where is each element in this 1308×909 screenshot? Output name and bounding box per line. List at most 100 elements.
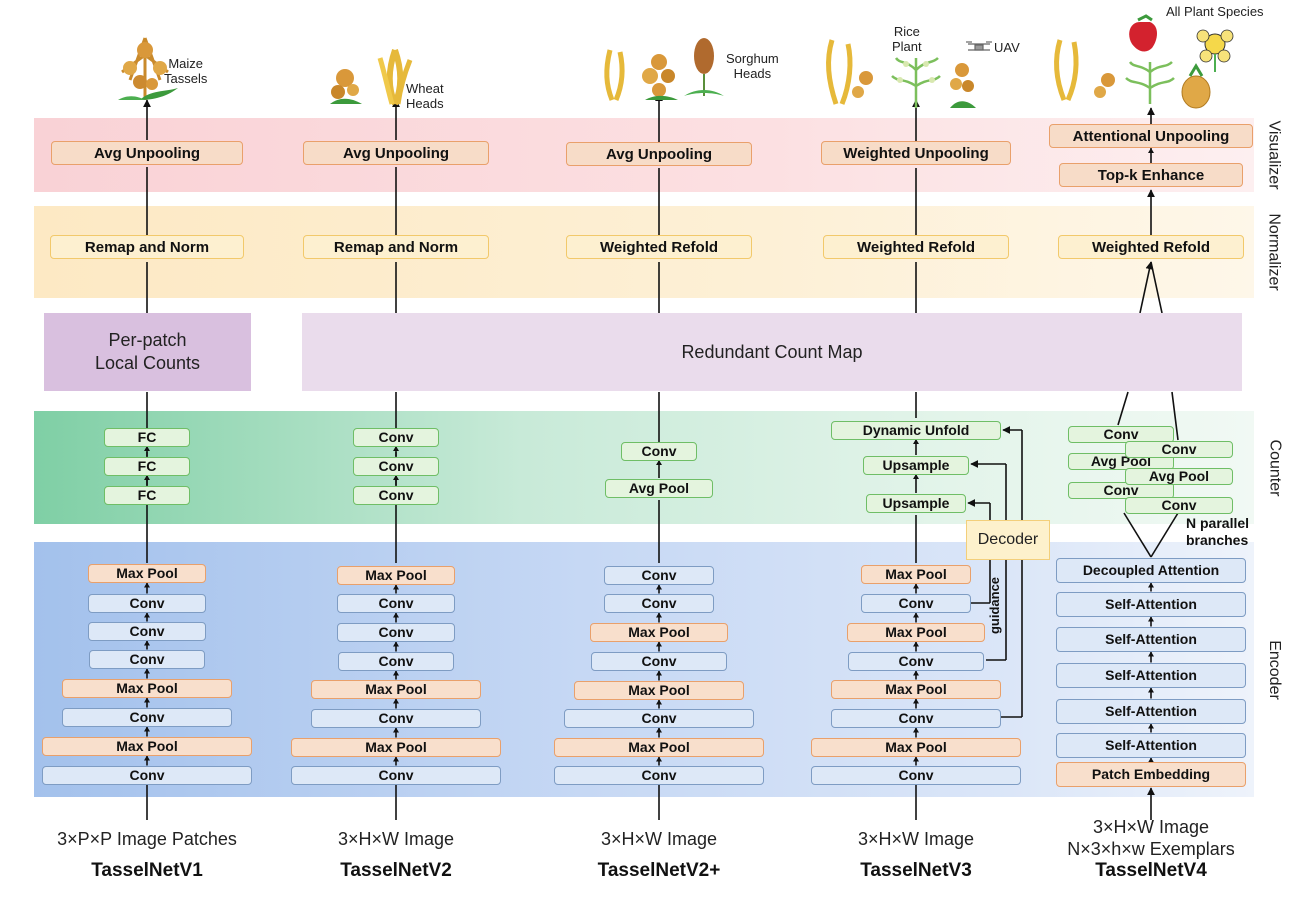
normalizer-block: Remap and Norm bbox=[303, 235, 489, 259]
encoder-block: Conv bbox=[604, 593, 714, 613]
encoder-block-label: Decoupled Attention bbox=[1082, 562, 1220, 578]
counter-block: Upsample bbox=[866, 493, 966, 513]
counter-block-label: Conv bbox=[641, 443, 677, 459]
normalizer-block-label: Weighted Refold bbox=[599, 238, 719, 256]
counter-block-label: Avg Pool bbox=[628, 480, 690, 496]
normalizer-block: Weighted Refold bbox=[823, 235, 1009, 259]
counter-branch-block-label: Conv bbox=[1103, 482, 1139, 498]
encoder-block-label: Conv bbox=[641, 767, 677, 783]
counter-block-label: Upsample bbox=[882, 495, 950, 511]
arrowhead bbox=[656, 641, 662, 647]
normalizer-block: Weighted Refold bbox=[566, 235, 752, 259]
all-species-icon bbox=[1054, 14, 1234, 109]
arrowhead bbox=[393, 584, 399, 590]
decoder-box: Decoder bbox=[966, 520, 1050, 560]
normalizer-block-label: Weighted Refold bbox=[1091, 238, 1211, 256]
arrowhead bbox=[1148, 687, 1154, 693]
arrowhead bbox=[393, 670, 399, 676]
visualizer-block: Attentional Unpooling bbox=[1049, 124, 1253, 148]
normalizer-block-label: Remap and Norm bbox=[84, 238, 210, 256]
arrowhead bbox=[144, 640, 150, 646]
encoder-block-label: Conv bbox=[129, 767, 165, 783]
encoder-block: Conv bbox=[88, 593, 206, 613]
model-input-label: 3×H×W Image bbox=[600, 829, 718, 849]
maize-label: Maize Tassels bbox=[164, 56, 208, 86]
encoder-block-label: Conv bbox=[378, 710, 414, 726]
encoder-block-label: Self-Attention bbox=[1105, 667, 1197, 683]
encoder-block: Conv bbox=[291, 765, 501, 785]
encoder-block: Decoupled Attention bbox=[1056, 557, 1246, 583]
encoder-block-label: Max Pool bbox=[885, 681, 947, 697]
encoder-block-label: Max Pool bbox=[365, 739, 427, 755]
model-name-label: TasselNetV2 bbox=[340, 860, 452, 881]
counter-branch-block-label: Conv bbox=[1161, 441, 1197, 457]
model-input-label: 3×P×P Image Patches bbox=[57, 829, 237, 849]
encoder-block: Max Pool bbox=[861, 564, 971, 584]
encoder-block-label: Self-Attention bbox=[1105, 596, 1197, 612]
model-name-label: TasselNetV3 bbox=[860, 860, 972, 881]
counter-branch-block-label: Conv bbox=[1103, 426, 1139, 442]
arrowhead bbox=[1148, 616, 1154, 622]
encoder-block-label: Conv bbox=[129, 651, 165, 667]
arrowhead bbox=[656, 584, 662, 590]
encoder-block-label: Self-Attention bbox=[1105, 631, 1197, 647]
counter-block: FC bbox=[104, 485, 190, 505]
encoder-block: Self-Attention bbox=[1056, 732, 1246, 758]
counter-block: Conv bbox=[353, 485, 439, 505]
encoder-block-label: Max Pool bbox=[885, 739, 947, 755]
arrowhead bbox=[913, 439, 919, 444]
encoder-block-label: Self-Attention bbox=[1105, 737, 1197, 753]
visualizer-block-label: Weighted Unpooling bbox=[843, 144, 989, 162]
arrowhead bbox=[144, 612, 150, 618]
encoder-block: Max Pool bbox=[337, 565, 455, 585]
normalizer-block-label: Weighted Refold bbox=[856, 238, 976, 256]
encoder-block: Max Pool bbox=[847, 622, 985, 642]
encoder-block-label: Conv bbox=[129, 595, 165, 611]
encoder-block: Conv bbox=[62, 707, 232, 727]
counter-block-label: Dynamic Unfold bbox=[862, 422, 970, 438]
counter-block-label: Conv bbox=[378, 487, 414, 503]
arrowhead bbox=[1148, 148, 1154, 153]
plant-illustrations bbox=[118, 14, 1234, 109]
encoder-block-label: Max Pool bbox=[365, 567, 427, 583]
local-counts-box: Per-patch Local Counts bbox=[44, 313, 251, 391]
encoder-block-label: Self-Attention bbox=[1105, 703, 1197, 719]
visualizer-block: Top-k Enhance bbox=[1059, 163, 1243, 187]
counter-block: Upsample bbox=[863, 455, 969, 475]
encoder-block-label: Max Pool bbox=[628, 624, 690, 640]
counter-block-label: Conv bbox=[378, 458, 414, 474]
encoder-block: Self-Attention bbox=[1056, 698, 1246, 724]
arrowhead bbox=[913, 583, 919, 589]
visualizer-block: Avg Unpooling bbox=[51, 141, 243, 165]
encoder-block: Conv bbox=[848, 651, 984, 671]
encoder-block: Self-Attention bbox=[1056, 626, 1246, 652]
counter-branch-block: Conv bbox=[1068, 481, 1174, 499]
wheat-label: Wheat Heads bbox=[406, 81, 444, 111]
arrowhead bbox=[393, 727, 399, 733]
arrowhead bbox=[144, 755, 150, 761]
counter-branch-block: Avg Pool bbox=[1125, 467, 1233, 485]
arrowhead bbox=[913, 756, 919, 762]
arrowhead bbox=[913, 612, 919, 618]
model-name-label: TasselNetV4 bbox=[1095, 860, 1207, 881]
arrowhead bbox=[144, 446, 150, 451]
visualizer-block-label: Avg Unpooling bbox=[93, 144, 201, 162]
encoder-block: Self-Attention bbox=[1056, 591, 1246, 617]
encoder-block: Conv bbox=[337, 622, 455, 642]
arrowhead bbox=[913, 641, 919, 647]
encoder-block-label: Conv bbox=[641, 710, 677, 726]
arrowhead bbox=[656, 670, 662, 676]
encoder-block: Conv bbox=[811, 765, 1021, 785]
encoder-block: Max Pool bbox=[62, 678, 232, 698]
parallel-branches-label: N parallel branches bbox=[1186, 515, 1250, 548]
counter-block: Conv bbox=[353, 427, 439, 447]
normalizer-block: Remap and Norm bbox=[50, 235, 244, 259]
encoder-block: Conv bbox=[591, 651, 727, 671]
arrowhead bbox=[393, 698, 399, 704]
encoder-block: Conv bbox=[311, 708, 481, 728]
encoder-block: Max Pool bbox=[291, 737, 501, 757]
encoder-block: Max Pool bbox=[88, 563, 206, 583]
model-input-label: 3×H×W Image bbox=[857, 829, 975, 849]
encoder-block: Patch Embedding bbox=[1056, 761, 1246, 787]
visualizer-block-label: Top-k Enhance bbox=[1097, 166, 1205, 184]
